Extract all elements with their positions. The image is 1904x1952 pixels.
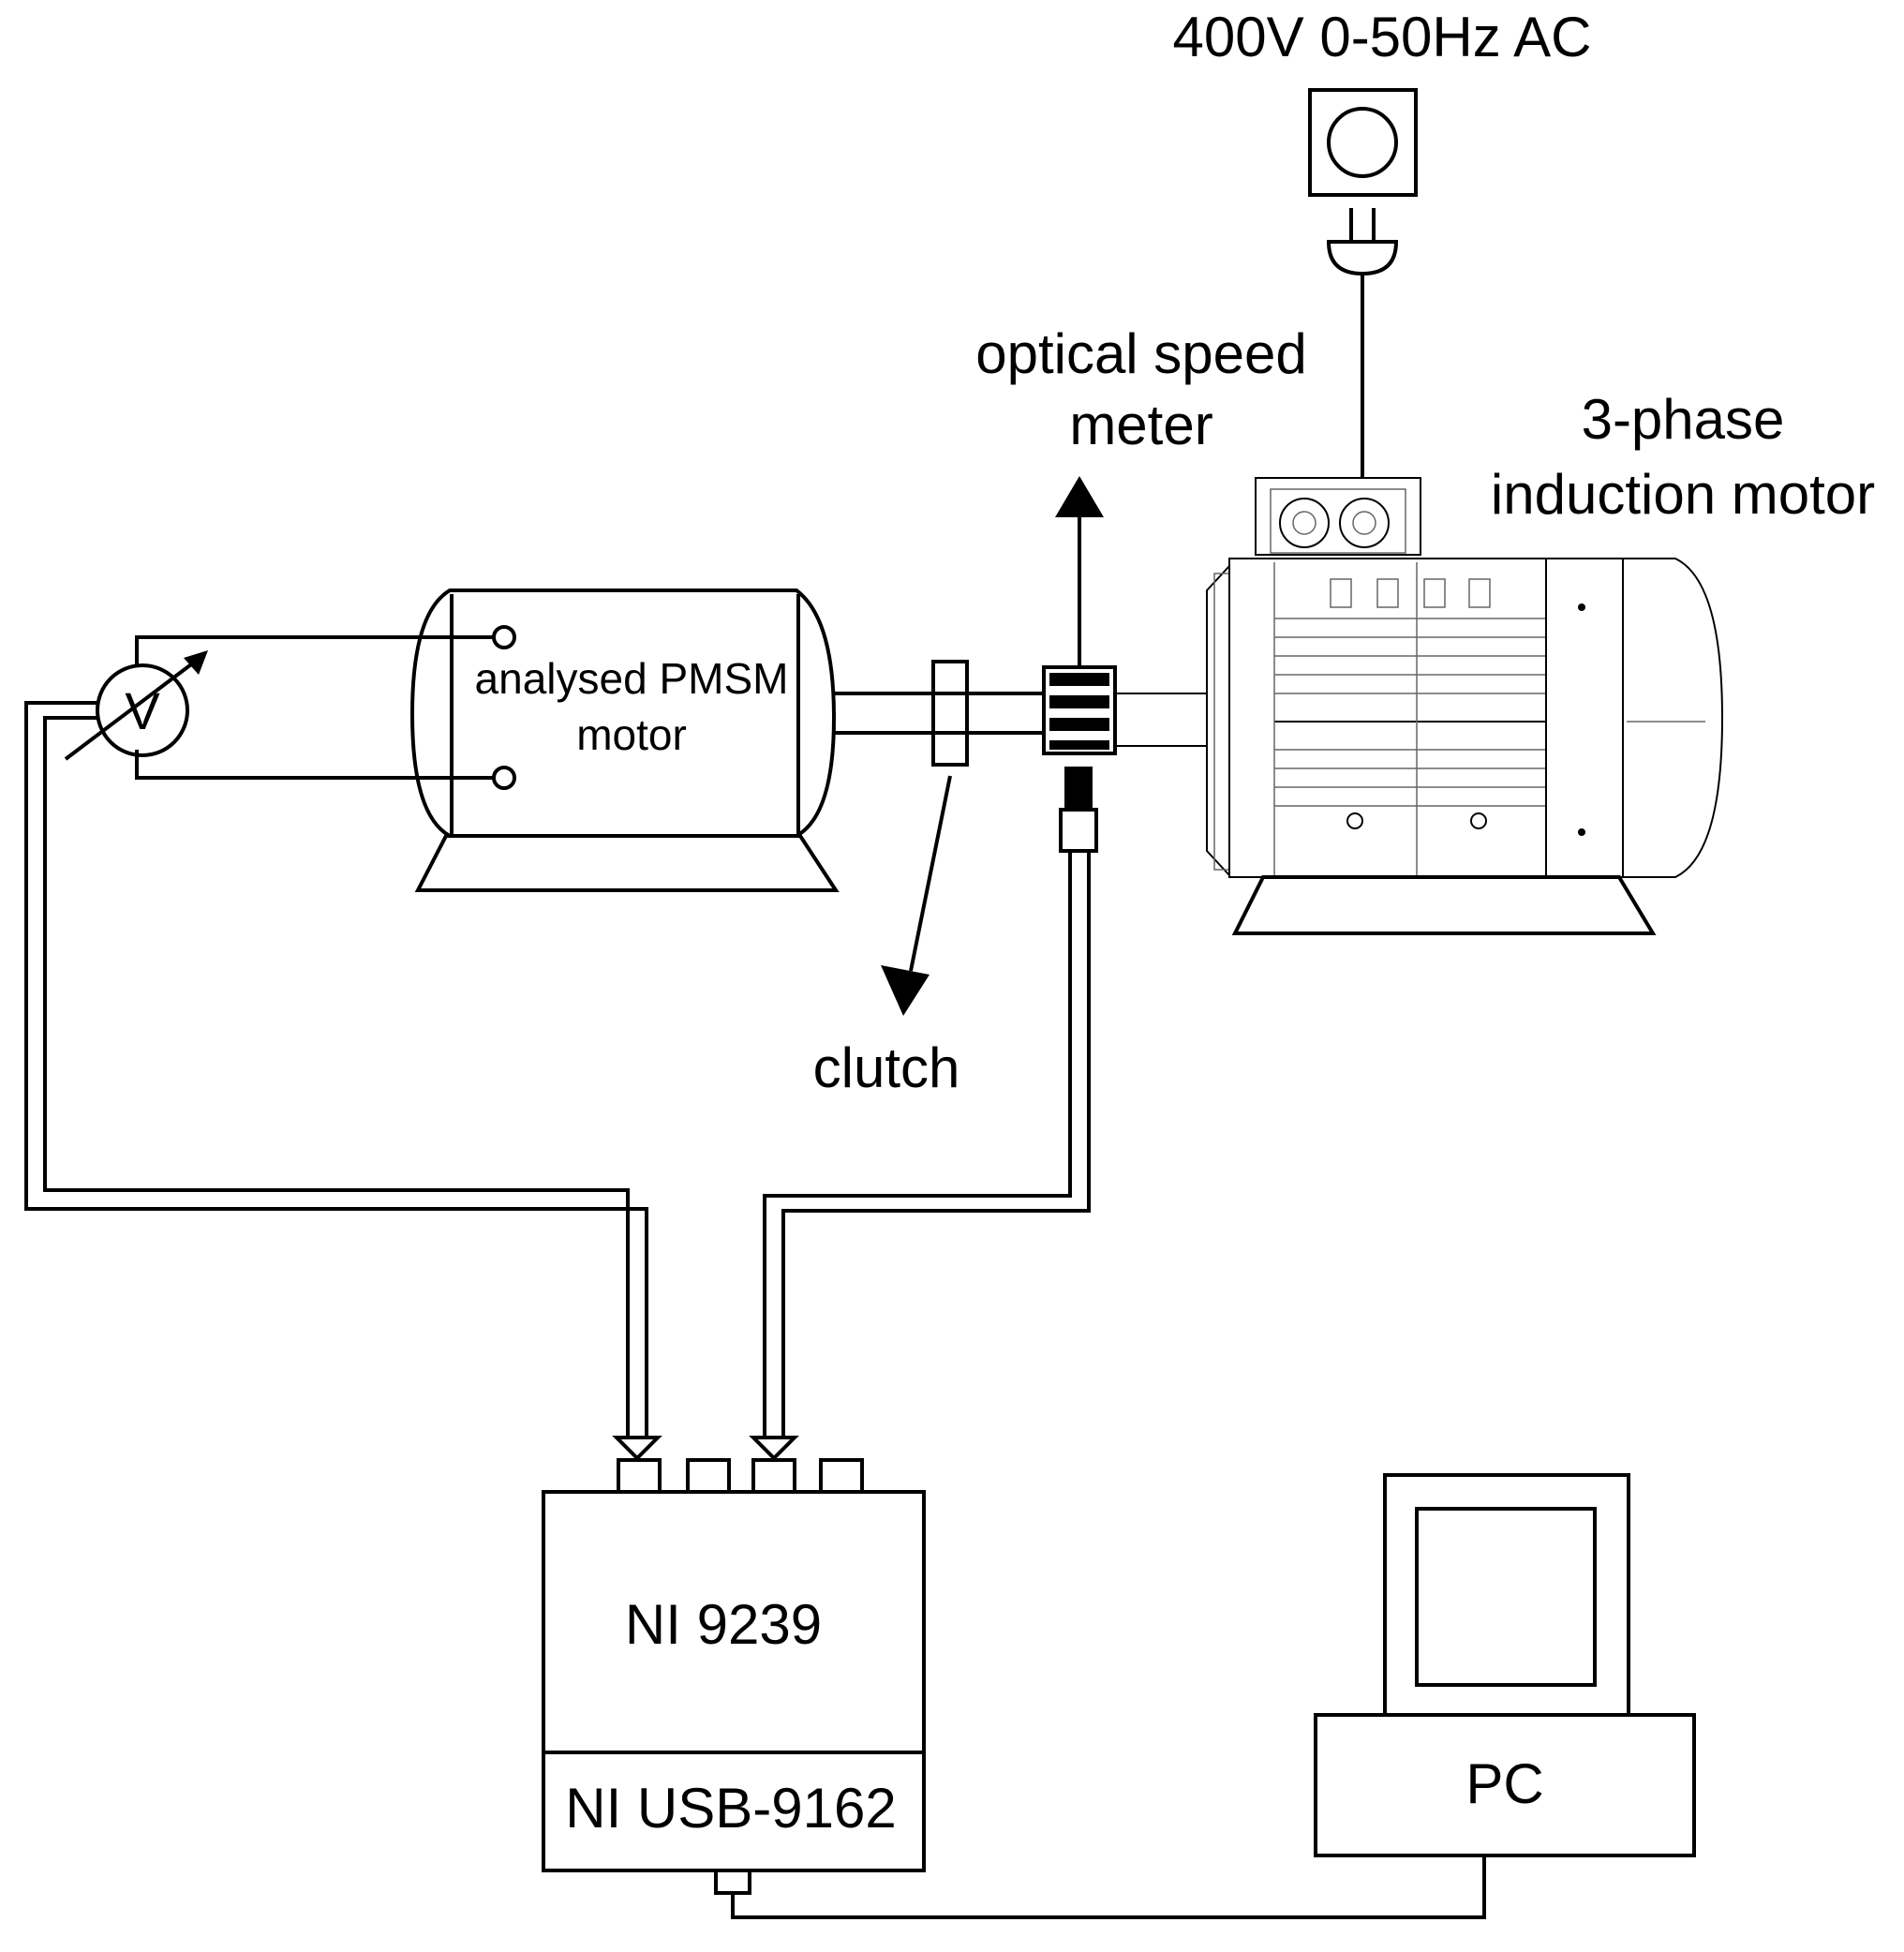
clutch-label: clutch bbox=[813, 1036, 960, 1099]
voltmeter bbox=[64, 650, 208, 761]
induction-motor-label-1: 3-phase bbox=[1582, 388, 1785, 451]
induction-motor-base bbox=[1231, 875, 1657, 935]
clutch bbox=[931, 660, 969, 767]
induction-motor-label-2: induction motor bbox=[1491, 463, 1875, 526]
speed-meter-arrow bbox=[1055, 476, 1104, 667]
power-plug-icon bbox=[1326, 208, 1399, 276]
optical-speed-sensor bbox=[1042, 665, 1117, 853]
ac-socket bbox=[1308, 88, 1418, 197]
shaft bbox=[834, 692, 1044, 735]
voltage-cable bbox=[24, 701, 662, 1461]
induction-motor bbox=[1114, 477, 1724, 878]
daq-carrier-label: NI USB-9162 bbox=[565, 1777, 897, 1840]
speed-meter-label-2: meter bbox=[1069, 394, 1212, 456]
speed-cable bbox=[749, 851, 1091, 1461]
daq-module-label: NI 9239 bbox=[625, 1593, 822, 1656]
pc-unit bbox=[1314, 1713, 1696, 1857]
voltmeter-leads bbox=[135, 635, 494, 780]
pmsm-label-1: analysed PMSM bbox=[475, 654, 789, 703]
pc-monitor bbox=[1383, 1473, 1630, 1717]
usb-port bbox=[714, 1869, 751, 1895]
pmsm-label-2: motor bbox=[576, 710, 687, 759]
daq-connectors bbox=[617, 1458, 864, 1494]
clutch-arrow bbox=[881, 775, 952, 1016]
pmsm-motor-base bbox=[414, 834, 840, 892]
voltmeter-label: V bbox=[125, 681, 160, 740]
pc-label: PC bbox=[1465, 1752, 1543, 1815]
supply-label: 400V 0-50Hz AC bbox=[1173, 6, 1592, 68]
speed-meter-label-1: optical speed bbox=[975, 322, 1307, 385]
usb-cable bbox=[731, 1855, 1486, 1919]
